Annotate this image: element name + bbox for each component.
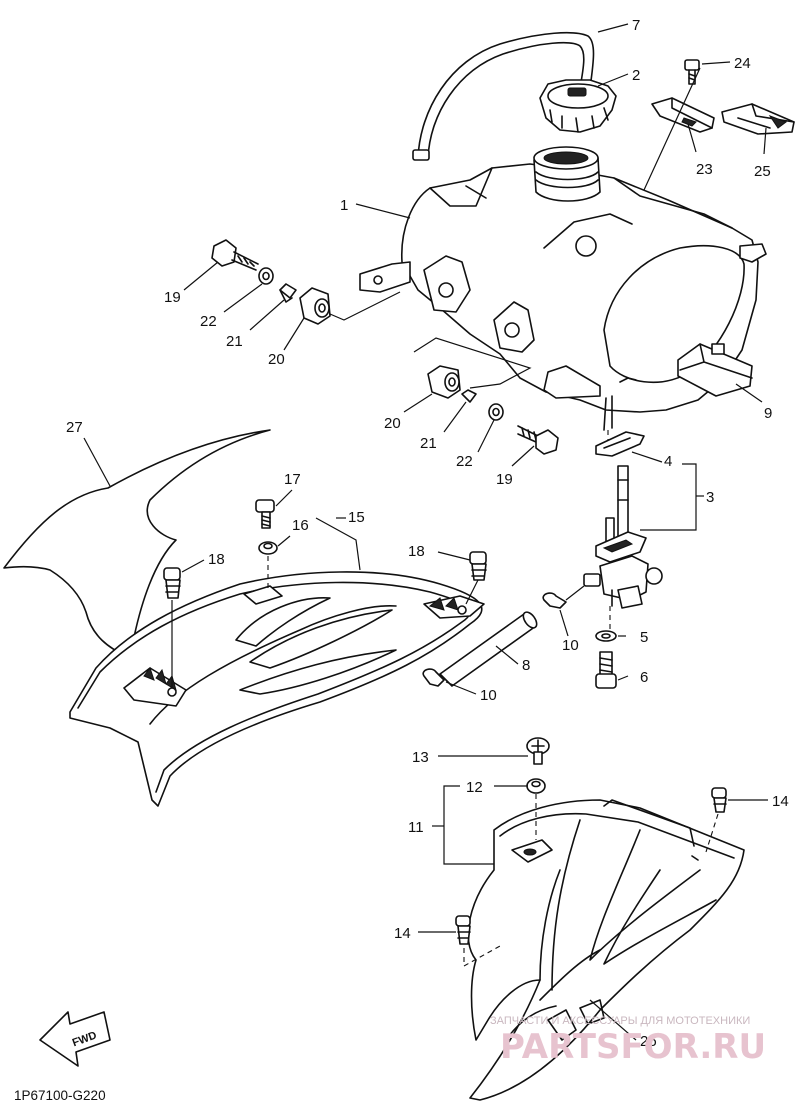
callout-22-lower: 22: [456, 453, 473, 470]
callout-11: 11: [408, 819, 424, 836]
clip-10-upper-part[interactable]: [542, 592, 567, 609]
callout-7: 7: [632, 17, 640, 34]
bolt-6-part[interactable]: [595, 651, 617, 689]
callout-16: 16: [292, 517, 309, 534]
clip-10-lower-part[interactable]: [422, 668, 445, 687]
watermark-caption: ЗАПЧАСТИ И АКСЕССУАРЫ ДЛЯ МОТОТЕХНИКИ: [490, 1015, 750, 1027]
callout-24: 24: [734, 55, 751, 72]
callout-21-lower: 21: [420, 435, 437, 452]
bolt-19-upper-part[interactable]: [211, 239, 259, 271]
washer-22-upper-part[interactable]: [258, 267, 274, 285]
assembly-line: [329, 291, 401, 321]
callout-27: 27: [66, 419, 83, 436]
callout-18-left: 18: [208, 551, 225, 568]
callout-12: 12: [466, 779, 483, 796]
callout-4: 4: [664, 453, 672, 470]
callout-3: 3: [706, 489, 714, 506]
side-cover-right-part[interactable]: [467, 799, 745, 1101]
washer-22-lower-part[interactable]: [488, 403, 504, 421]
fwd-arrow-icon: FWD: [39, 1011, 111, 1067]
callout-19-upper: 19: [164, 289, 181, 306]
callout-2: 2: [632, 67, 640, 84]
callout-18-right: 18: [408, 543, 425, 560]
washer-5-part[interactable]: [595, 630, 617, 642]
collar-16-part[interactable]: [258, 541, 278, 555]
clip-14-right-part[interactable]: [711, 787, 727, 813]
damper-9-part[interactable]: [677, 343, 753, 397]
side-cover-left-part[interactable]: [69, 571, 485, 807]
assembly-line: [565, 585, 585, 601]
callout-22-upper: 22: [200, 313, 217, 330]
callout-21-upper: 21: [226, 333, 243, 350]
screw-17-part[interactable]: [255, 499, 275, 529]
clip-18-left-part[interactable]: [163, 567, 181, 599]
assembly-line: [413, 337, 532, 389]
callout-13: 13: [412, 749, 429, 766]
callout-leaders: [83, 23, 768, 1041]
clip-18-right-part[interactable]: [469, 551, 487, 581]
fuel-cap-part[interactable]: [539, 79, 617, 133]
watermark: ЗАПЧАСТИ И АКСЕССУАРЫ ДЛЯ МОТОТЕХНИКИ PA…: [490, 1015, 766, 1067]
screw-13-part[interactable]: [526, 737, 550, 765]
callout-23: 23: [696, 161, 713, 178]
damper-20-upper-part[interactable]: [299, 287, 331, 325]
fuel-cock-part[interactable]: [583, 465, 663, 609]
callout-10-upper: 10: [562, 637, 579, 654]
callout-20-lower: 20: [384, 415, 401, 432]
callout-17: 17: [284, 471, 301, 488]
callout-10-lower: 10: [480, 687, 497, 704]
collar-21-upper-part[interactable]: [279, 283, 297, 303]
callout-8: 8: [522, 657, 530, 674]
fuel-tank-part[interactable]: [359, 146, 767, 431]
screw-24-part[interactable]: [684, 59, 700, 85]
callout-6: 6: [640, 669, 648, 686]
callout-14-left: 14: [394, 925, 411, 942]
collar-12-part[interactable]: [526, 778, 546, 794]
breather-hose-part[interactable]: [412, 31, 595, 161]
callout-14-right: 14: [772, 793, 789, 810]
assembly-line: [705, 813, 719, 853]
clip-14-left-part[interactable]: [455, 915, 471, 945]
assembly-line: [463, 945, 501, 967]
callout-1: 1: [340, 197, 348, 214]
diagram-code: 1P67100-G220: [14, 1088, 106, 1103]
collar-21-lower-part[interactable]: [461, 389, 477, 403]
fuel-hose-part[interactable]: [439, 610, 539, 687]
assembly-line: [465, 579, 479, 605]
damper-20-lower-part[interactable]: [427, 365, 461, 399]
callout-25: 25: [754, 163, 771, 180]
decal-27-part[interactable]: [3, 429, 271, 659]
callout-20-upper: 20: [268, 351, 285, 368]
bolt-19-lower-part[interactable]: [517, 425, 559, 455]
callout-9: 9: [764, 405, 772, 422]
callout-15: 15: [348, 509, 365, 526]
watermark-brand: PARTSFOR.RU: [500, 1027, 766, 1067]
bracket-25-part[interactable]: [721, 103, 795, 135]
callout-labels: 7 2 24 23 25 1 19 22 21 20 9 20 21 22 19…: [66, 17, 789, 1050]
callout-19-lower: 19: [496, 471, 513, 488]
callout-26: 26: [640, 1033, 657, 1050]
gasket-4-part[interactable]: [595, 431, 645, 457]
callout-5: 5: [640, 629, 648, 646]
bracket-23-part[interactable]: [651, 97, 715, 133]
